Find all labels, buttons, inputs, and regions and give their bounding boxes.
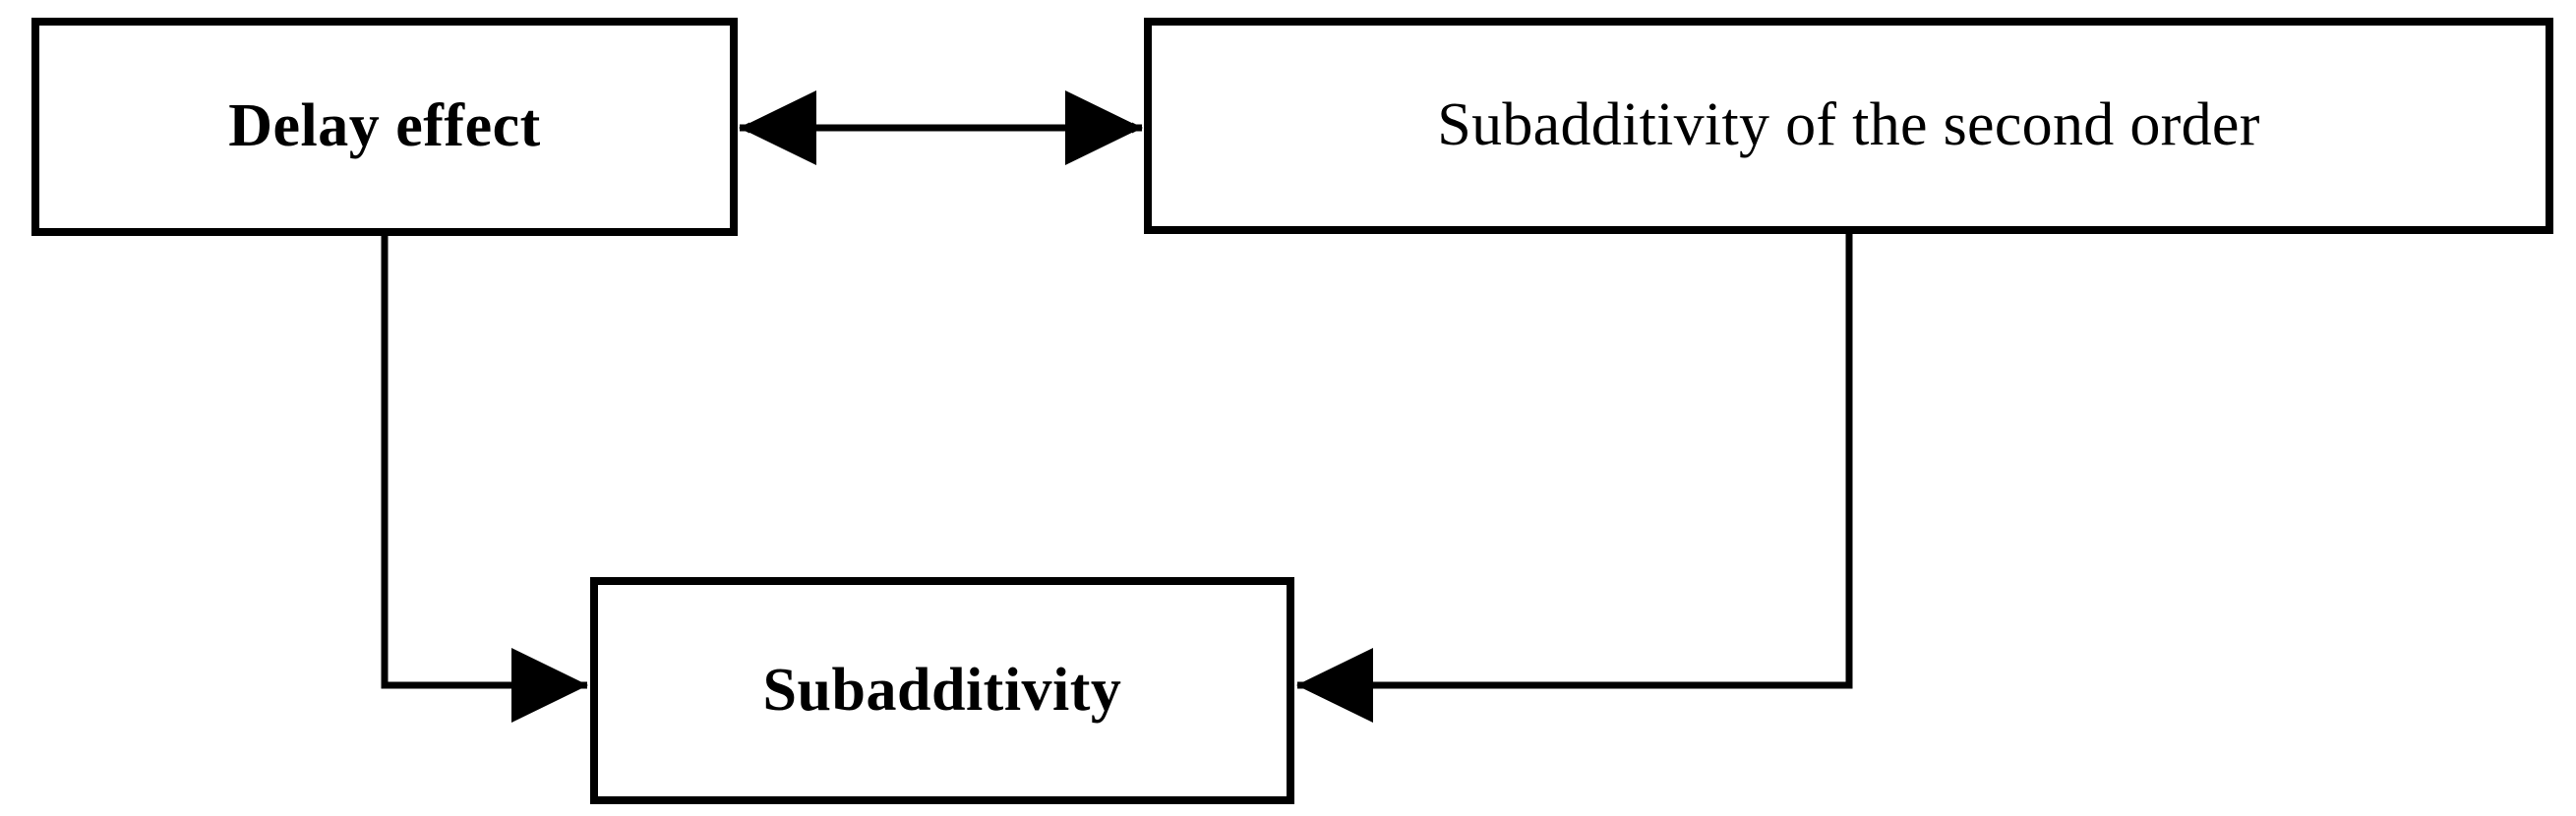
node-delay-effect-label: Delay effect <box>228 92 541 160</box>
edge-delay-effect-to-second-order <box>739 90 1143 165</box>
edge-second-order-to-subadditivity <box>1296 234 1853 723</box>
node-subadditivity-second-order[interactable]: Subadditivity of the second order <box>1144 18 2553 234</box>
node-subadditivity-label: Subadditivity <box>762 656 1122 724</box>
node-subadditivity-second-order-label: Subadditivity of the second order <box>1437 91 2260 159</box>
arrowhead-right-icon <box>1065 90 1142 165</box>
arrowhead-left-icon <box>740 90 816 165</box>
arrowhead-left-icon <box>1296 648 1373 723</box>
connector-path-right-elbow <box>1297 234 1853 689</box>
edge-delay-effect-to-subadditivity <box>381 236 588 723</box>
connector-path-left-elbow <box>381 236 587 689</box>
node-subadditivity[interactable]: Subadditivity <box>590 577 1294 804</box>
arrowhead-right-icon <box>511 648 588 723</box>
node-delay-effect[interactable]: Delay effect <box>31 18 738 236</box>
